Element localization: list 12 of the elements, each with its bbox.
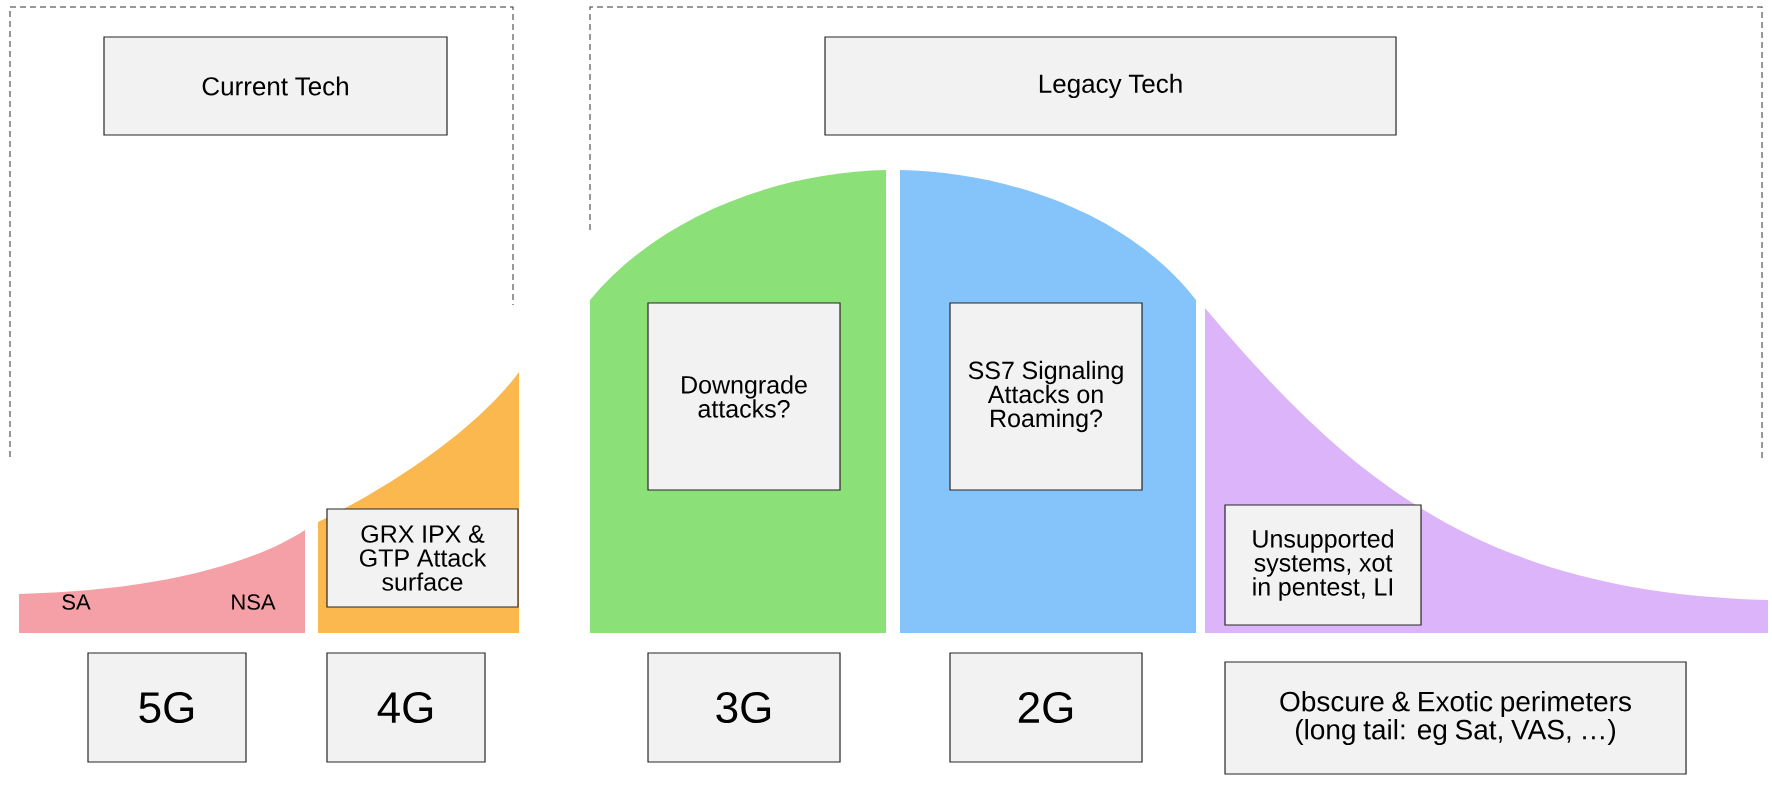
text-box: Current Tech [103, 36, 448, 136]
text-box: Unsupported systems, xot in pentest, LI [1224, 504, 1422, 626]
text-box: 4G [326, 652, 486, 763]
text-box: 5G [87, 652, 247, 763]
text-box: Downgrade attacks? [647, 302, 841, 491]
text-box: Legacy Tech [824, 36, 1397, 136]
text-box: 3G [647, 652, 841, 763]
text-box: 2G [949, 652, 1143, 763]
text-box: Obscure & Exotic perimeters (long tail: eg Sat, VAS, …) [1224, 661, 1687, 775]
text-box: SS7 Signaling Attacks on Roaming? [949, 302, 1143, 491]
text-box: GRX IPX & GTP Attack surface [326, 508, 519, 608]
curve-area-band: SA NSA [19, 530, 305, 633]
